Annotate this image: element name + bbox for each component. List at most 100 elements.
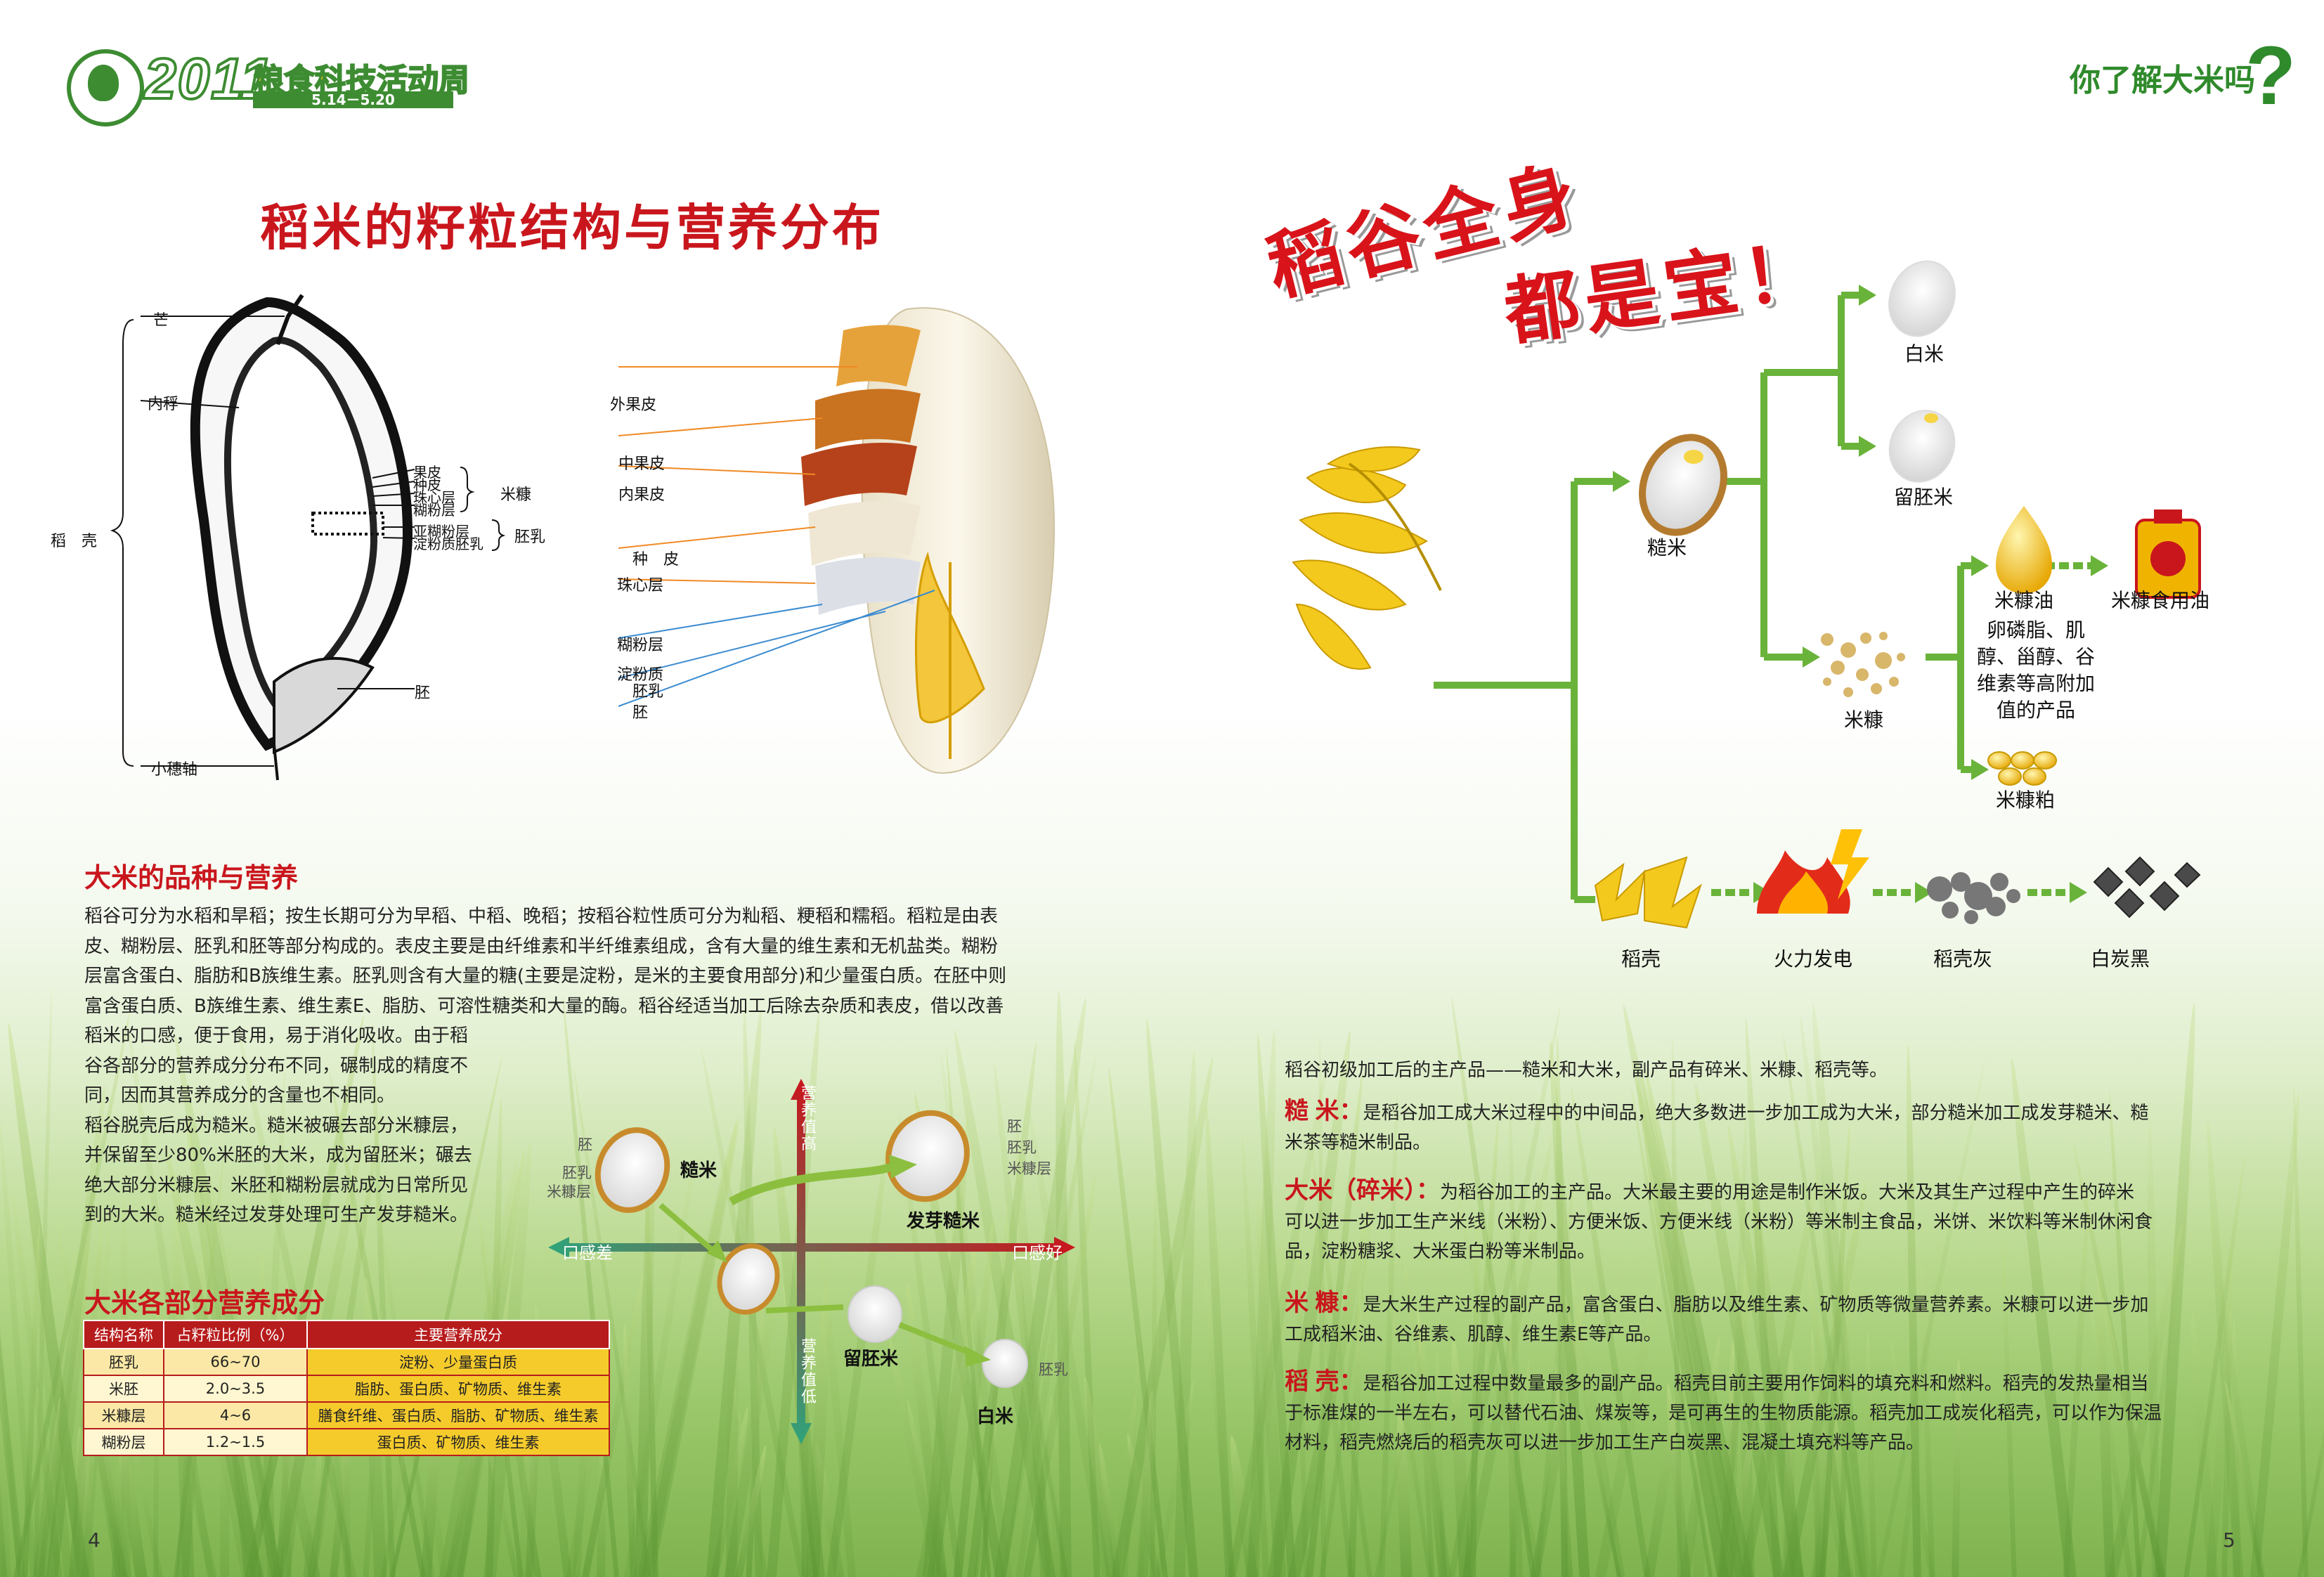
text-line: 层富含蛋白、脂肪和B族维生素。胚乳则含有大量的糖(主要是淀粉，是米的主要食用部分…: [84, 966, 1007, 987]
text-line: 同，因而其营养成分的含量也不相同。: [84, 1085, 396, 1106]
tree-power-label: 火力发电: [1773, 947, 1852, 971]
tree-byproduct-line: 维素等高附加: [1976, 672, 2095, 695]
table-cell: 脂肪、蛋白质、矿物质、维生素: [306, 1375, 610, 1403]
grass-blade: [1110, 1056, 1219, 1577]
page-number-left: 4: [88, 1529, 100, 1552]
page-title: 稻米的籽粒结构与营养分布: [260, 200, 884, 255]
quad-left-label: 口感差: [562, 1243, 613, 1263]
table-cell: 米胚: [83, 1375, 164, 1403]
tree-bran-meal-label: 米糠粕: [1995, 788, 2055, 812]
grain-section-diagram: [110, 294, 506, 781]
label-rachilla: 小穗轴: [151, 761, 198, 779]
keyword-husk: 稻 壳：: [1285, 1368, 1363, 1395]
text-line: 富含蛋白质、B族维生素、维生素E、脂肪、可溶性糖类和大量的酶。稻谷经适当加工后除…: [84, 995, 1004, 1017]
tree-bran-label: 米糠: [1843, 708, 1883, 732]
tree-byproduct-line: 醇、甾醇、谷: [1976, 645, 2095, 668]
tree-bran-oil-label: 米糠油: [1994, 589, 2053, 612]
text-line: 可以进一步加工生产米线（米粉）、方便米饭、方便米线（米粉）等米制主食品，米饼、米…: [1285, 1212, 2153, 1233]
label-sub-aleurone: 亚糊粉层: [413, 523, 469, 540]
quad-right-label: 口感好: [1012, 1243, 1063, 1263]
tree-carbon-label: 白炭黑: [2090, 947, 2150, 971]
paragraph-processing: 稻米的口感，便于食用，易于消化吸收。由于稻 谷各部分的营养成分分布不同，碾制成的…: [84, 1021, 534, 1231]
item-rice: 大米（碎米）：为稻谷加工的主产品。大米最主要的用途是制作米饭。大米及其生产过程中…: [1285, 1176, 2268, 1266]
text-line: 是大米生产过程的副产品，富含蛋白、脂肪以及维生素、矿物质等微量营养素。米糠可以进…: [1363, 1294, 2149, 1316]
quad-embryo-label-2: 胚: [1007, 1118, 1022, 1135]
text-line: 是稻谷加工过程中数量最多的副产品。稻壳目前主要用作饲料的填充料和燃料。稻壳的发热…: [1363, 1373, 2149, 1394]
label-nucellus-layer: 珠心层: [617, 577, 664, 595]
grass-blade: [1202, 1104, 1235, 1577]
table-row: 胚乳 66~70 淀粉、少量蛋白质: [83, 1348, 610, 1376]
label-outer-pericarp: 外果皮: [610, 396, 657, 414]
table-header: 结构名称: [83, 1320, 164, 1349]
keyword-bran: 米 糠：: [1285, 1290, 1363, 1316]
text-line: 米茶等糙米制品。: [1285, 1132, 1432, 1153]
text-line: 材料，稻壳燃烧后的稻壳灰可以进一步加工生产白炭黑、混凝土填充料等产品。: [1285, 1432, 1925, 1453]
quad-sprouted-label: 发芽糙米: [907, 1211, 980, 1232]
label-testa: 种皮: [413, 476, 441, 493]
wheat-logo-icon: [88, 65, 119, 101]
quad-bran-label-2: 米糠层: [1007, 1160, 1051, 1177]
text-line: 谷各部分的营养成分分布不同，碾制成的精度不: [84, 1055, 469, 1077]
nutrition-table: 结构名称 占籽粒比例（%） 主要营养成分 胚乳 66~70 淀粉、少量蛋白质 米…: [83, 1320, 610, 1456]
rice-quadrant-diagram: [548, 1079, 1075, 1444]
question-mark-icon: ?: [2245, 30, 2297, 122]
item-bran: 米 糠：是大米生产过程的副产品，富含蛋白、脂肪以及维生素、矿物质等微量营养素。米…: [1285, 1288, 2268, 1349]
label-aleurone-layer: 糊粉层: [617, 637, 664, 654]
table-row: 米胚 2.0~3.5 脂肪、蛋白质、矿物质、维生素: [83, 1375, 610, 1403]
label-pericarp: 果皮: [413, 464, 441, 481]
table-cell: 淀粉、少量蛋白质: [306, 1348, 610, 1376]
quad-germ-rice-label: 留胚米: [843, 1349, 899, 1370]
label-embryo-layer: 胚: [632, 704, 649, 722]
label-nucellus: 珠心层: [413, 489, 455, 506]
quad-endosperm-label: 胚乳: [562, 1164, 592, 1181]
text-line: 绝大部分米糠层、米胚和糊粉层就成为日常所见: [84, 1174, 469, 1196]
header-year: 2011: [143, 46, 274, 112]
keyword-brown-rice: 糙 米：: [1285, 1098, 1363, 1124]
quad-white-endosperm-label: 胚乳: [1039, 1361, 1068, 1378]
text-line: 稻米的口感，便于食用，易于消化吸收。由于稻: [84, 1025, 469, 1046]
table-header: 主要营养成分: [306, 1320, 610, 1349]
section-title-nutrition: 大米各部分营养成分: [84, 1289, 325, 1318]
quad-down-label: 营养值低: [801, 1338, 817, 1406]
grain-layers-illustration: [618, 307, 1056, 774]
table-cell: 膳食纤维、蛋白质、脂肪、矿物质、维生素: [306, 1401, 610, 1429]
label-endosperm-group: 胚乳: [514, 528, 546, 546]
label-seed-coat: 种 皮: [632, 551, 680, 569]
label-middle-pericarp: 中果皮: [618, 455, 666, 473]
item-husk: 稻 壳：是稻谷加工过程中数量最多的副产品。稻壳目前主要用作饲料的填充料和燃料。稻…: [1285, 1367, 2268, 1458]
tree-white-rice-label: 白米: [1904, 342, 1944, 365]
tree-byproducts-label: 卵磷脂、肌 醇、甾醇、谷 维素等高附加 值的产品: [1969, 617, 2103, 724]
header-right-title: 你了解大米吗: [2070, 63, 2255, 98]
label-starch-2: 胚乳: [632, 683, 664, 701]
tree-byproduct-line: 卵磷脂、肌: [1986, 618, 2085, 642]
label-bran-group: 米糠: [500, 486, 532, 504]
label-awn: 芒: [153, 312, 169, 330]
table-row: 糊粉层 1.2~1.5 蛋白质、矿物质、维生素: [83, 1428, 610, 1456]
page-number-right: 5: [2223, 1529, 2235, 1552]
tree-brown-rice-label: 糙米: [1647, 536, 1687, 559]
table-cell: 糊粉层: [83, 1428, 164, 1456]
right-intro: 稻谷初级加工后的主产品——糙米和大米，副产品有碎米、米糠、稻壳等。: [1285, 1060, 1888, 1081]
text-line: 并保留至少80%米胚的大米，成为留胚米；碾去: [84, 1145, 472, 1166]
text-line: 稻谷可分为水稻和旱稻；按生长期可分为早稻、中稻、晚稻；按稻谷粒性质可分为籼稻、粳…: [84, 906, 999, 927]
tree-ash-label: 稻壳灰: [1933, 947, 1992, 971]
text-line: 品，淀粉糖浆、大米蛋白粉等米制品。: [1285, 1241, 1596, 1262]
text-line: 是稻谷加工成大米过程中的中间品，绝大多数进一步加工成为大米，部分糙米加工成发芽糙…: [1363, 1103, 2149, 1124]
quad-up-label: 营养值高: [801, 1085, 817, 1153]
tree-byproduct-line: 值的产品: [1996, 699, 2075, 722]
table-row: 米糠层 4~6 膳食纤维、蛋白质、脂肪、矿物质、维生素: [83, 1401, 610, 1429]
label-starchy-endosperm: 淀粉质胚乳: [413, 536, 483, 552]
tree-germ-rice-label: 留胚米: [1893, 486, 1953, 509]
quad-brown-rice-label: 糙米: [680, 1160, 718, 1181]
table-cell: 蛋白质、矿物质、维生素: [306, 1428, 610, 1456]
table-header: 占籽粒比例（%）: [163, 1320, 308, 1349]
label-palea: 内稃: [148, 396, 179, 413]
text-line: 稻谷脱壳后成为糙米。糙米被碾去部分米糠层，: [84, 1115, 469, 1136]
quad-white-rice-label: 白米: [977, 1406, 1014, 1427]
item-brown-rice: 糙 米：是稻谷加工成大米过程中的中间品，绝大多数进一步加工成为大米，部分糙米加工…: [1285, 1096, 2268, 1157]
section-title-varieties: 大米的品种与营养: [84, 864, 299, 893]
quad-embryo-label: 胚: [578, 1136, 592, 1153]
rice-byproduct-tree: [1292, 260, 2201, 929]
quad-bran-label: 米糠层: [547, 1183, 591, 1200]
label-aleurone: 糊粉层: [413, 502, 455, 519]
